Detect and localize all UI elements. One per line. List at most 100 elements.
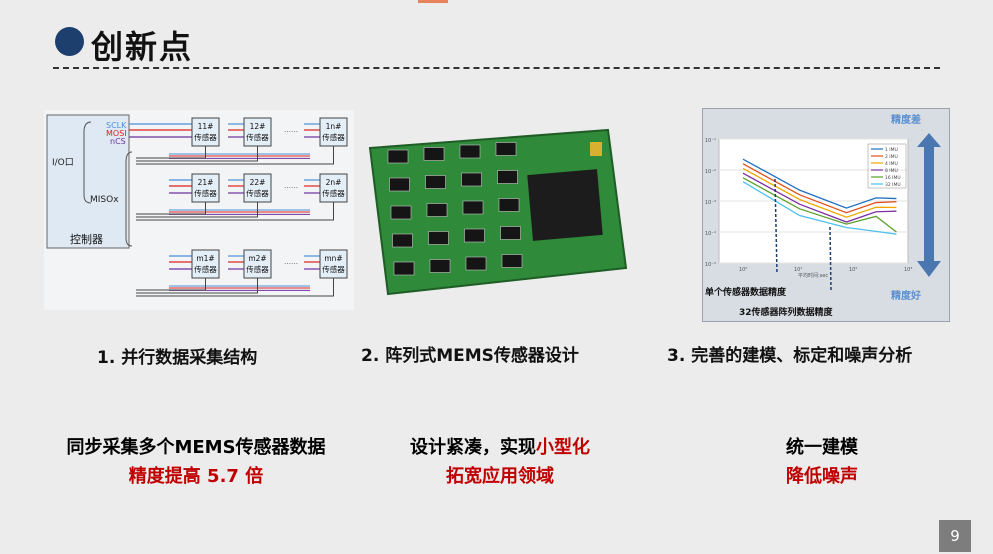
highlight-1-line2: 精度提高 5.7 倍 bbox=[128, 466, 264, 487]
sensor-box bbox=[243, 173, 272, 203]
mems-sensor-chip bbox=[498, 198, 520, 212]
sensor-id: 2n# bbox=[326, 178, 342, 187]
mems-sensor-chip bbox=[393, 261, 415, 276]
mems-sensor-chip bbox=[390, 205, 412, 220]
x-axis-label: 平均时间:sec bbox=[798, 272, 828, 279]
sensor-id: 12# bbox=[250, 122, 266, 131]
mems-sensor-chip bbox=[464, 228, 485, 243]
sensor-word: 传感器 bbox=[194, 264, 217, 274]
x-tick-label: 10² bbox=[849, 267, 857, 273]
mems-sensor-chip bbox=[462, 200, 484, 215]
sclk-label: SCLK bbox=[106, 121, 127, 130]
legend-label: 4 IMU bbox=[885, 161, 898, 167]
mems-sensor-chip bbox=[425, 175, 446, 189]
miso-label: MISOx bbox=[90, 195, 119, 205]
sensor-box bbox=[243, 117, 272, 147]
highlight-2-emphasis: 小型化 bbox=[536, 437, 590, 458]
legend-box bbox=[867, 143, 907, 189]
highlight-2-line2: 拓宽应用领域 bbox=[446, 466, 554, 487]
highlight-2-line1: 设计紧凑，实现小型化 bbox=[340, 433, 660, 459]
array-pointer bbox=[829, 226, 832, 292]
ellipsis: …… bbox=[284, 182, 298, 190]
io-brace bbox=[83, 121, 92, 204]
mems-sensor-chip bbox=[387, 149, 409, 164]
caption-modeling: 3. 完善的建模、标定和噪声分析 bbox=[667, 346, 913, 366]
precision-worse-label: 精度差 bbox=[891, 113, 921, 126]
highlight-3-line2: 降低噪声 bbox=[786, 466, 858, 487]
ncs-label: nCS bbox=[110, 137, 126, 146]
y-tick-label: 10⁻² bbox=[705, 169, 716, 175]
miso-line bbox=[136, 278, 258, 294]
y-tick-label: 10⁻³ bbox=[705, 200, 716, 206]
series-line bbox=[742, 158, 897, 209]
sensor-id: 21# bbox=[198, 178, 214, 187]
mems-sensor-chip bbox=[501, 254, 523, 268]
mems-sensor-chip bbox=[428, 231, 449, 245]
sensor-word: 传感器 bbox=[246, 132, 269, 142]
x-tick-label: 10³ bbox=[904, 267, 912, 273]
ellipsis: …… bbox=[284, 258, 298, 266]
single-sensor-pointer bbox=[774, 178, 778, 275]
y-tick-label: 10⁻¹ bbox=[705, 138, 716, 144]
series-line bbox=[742, 177, 897, 233]
legend-label: 8 IMU bbox=[885, 168, 898, 174]
y-tick-label: 10⁻⁴ bbox=[705, 231, 716, 237]
mems-sensor-chip bbox=[392, 233, 413, 248]
parallel-acquisition-diagram: I/O口 SCLK MOSI nCS MISOx 控制器 11#传感器12#传感… bbox=[44, 110, 354, 310]
title-divider bbox=[53, 67, 940, 69]
sensor-word: 传感器 bbox=[322, 264, 345, 274]
legend-label: 1 IMU bbox=[885, 147, 898, 153]
sensor-word: 传感器 bbox=[322, 132, 345, 142]
mems-sensor-chip bbox=[459, 144, 481, 159]
mosi-label: MOSI bbox=[106, 129, 127, 138]
miso-line bbox=[136, 202, 334, 221]
highlight-1-line1: 同步采集多个MEMS传感器数据 bbox=[66, 437, 326, 458]
mems-sensor-chip bbox=[423, 147, 445, 161]
series-line bbox=[742, 163, 897, 214]
miso-line bbox=[136, 202, 206, 215]
sensor-word: 传感器 bbox=[246, 264, 269, 274]
sensor-box bbox=[191, 173, 220, 203]
page-number: 9 bbox=[939, 520, 971, 552]
top-accent-mark bbox=[418, 0, 448, 3]
precision-better-label: 精度好 bbox=[891, 289, 921, 302]
sensor-box bbox=[191, 249, 220, 279]
io-label: I/O口 bbox=[52, 158, 74, 168]
connector bbox=[590, 142, 602, 156]
y-tick-label: 10⁻⁵ bbox=[705, 262, 716, 268]
sensor-id: 1n# bbox=[326, 122, 342, 131]
sensor-box bbox=[319, 117, 348, 147]
x-tick-label: 10¹ bbox=[794, 267, 802, 273]
series-line bbox=[742, 181, 897, 235]
mems-sensor-chip bbox=[429, 259, 451, 273]
sensor-word: 传感器 bbox=[194, 188, 217, 198]
precision-arrow-icon bbox=[917, 133, 941, 277]
mems-sensor-chip bbox=[497, 170, 518, 184]
sensor-box bbox=[191, 117, 220, 147]
miso-line bbox=[136, 278, 206, 291]
mems-sensor-chip bbox=[426, 203, 448, 217]
sensor-id: 22# bbox=[250, 178, 266, 187]
sensor-word: 传感器 bbox=[322, 188, 345, 198]
sensor-word: 传感器 bbox=[194, 132, 217, 142]
controller-label: 控制器 bbox=[70, 232, 103, 246]
miso-line bbox=[136, 202, 258, 218]
mems-array-pcb-photo bbox=[358, 128, 630, 296]
legend-label: 16 IMU bbox=[885, 175, 901, 181]
x-tick-label: 10⁰ bbox=[739, 267, 747, 273]
sensor-box bbox=[243, 249, 272, 279]
miso-line bbox=[136, 278, 334, 297]
sensor-id: 11# bbox=[198, 122, 214, 131]
sensor-id: m1# bbox=[196, 254, 214, 263]
highlight-3-line1: 统一建模 bbox=[786, 437, 858, 458]
processor-chip bbox=[527, 169, 603, 241]
series-line bbox=[742, 167, 897, 218]
caption-array-design: 2. 阵列式MEMS传感器设计 bbox=[361, 346, 579, 366]
mems-sensor-chip bbox=[389, 177, 410, 192]
sensor-id: m2# bbox=[248, 254, 266, 263]
miso-line bbox=[136, 146, 334, 165]
sensor-box bbox=[319, 249, 348, 279]
single-sensor-annotation: 单个传感器数据精度 bbox=[705, 286, 787, 298]
miso-line bbox=[136, 146, 206, 159]
mems-sensor-chip bbox=[495, 142, 517, 156]
